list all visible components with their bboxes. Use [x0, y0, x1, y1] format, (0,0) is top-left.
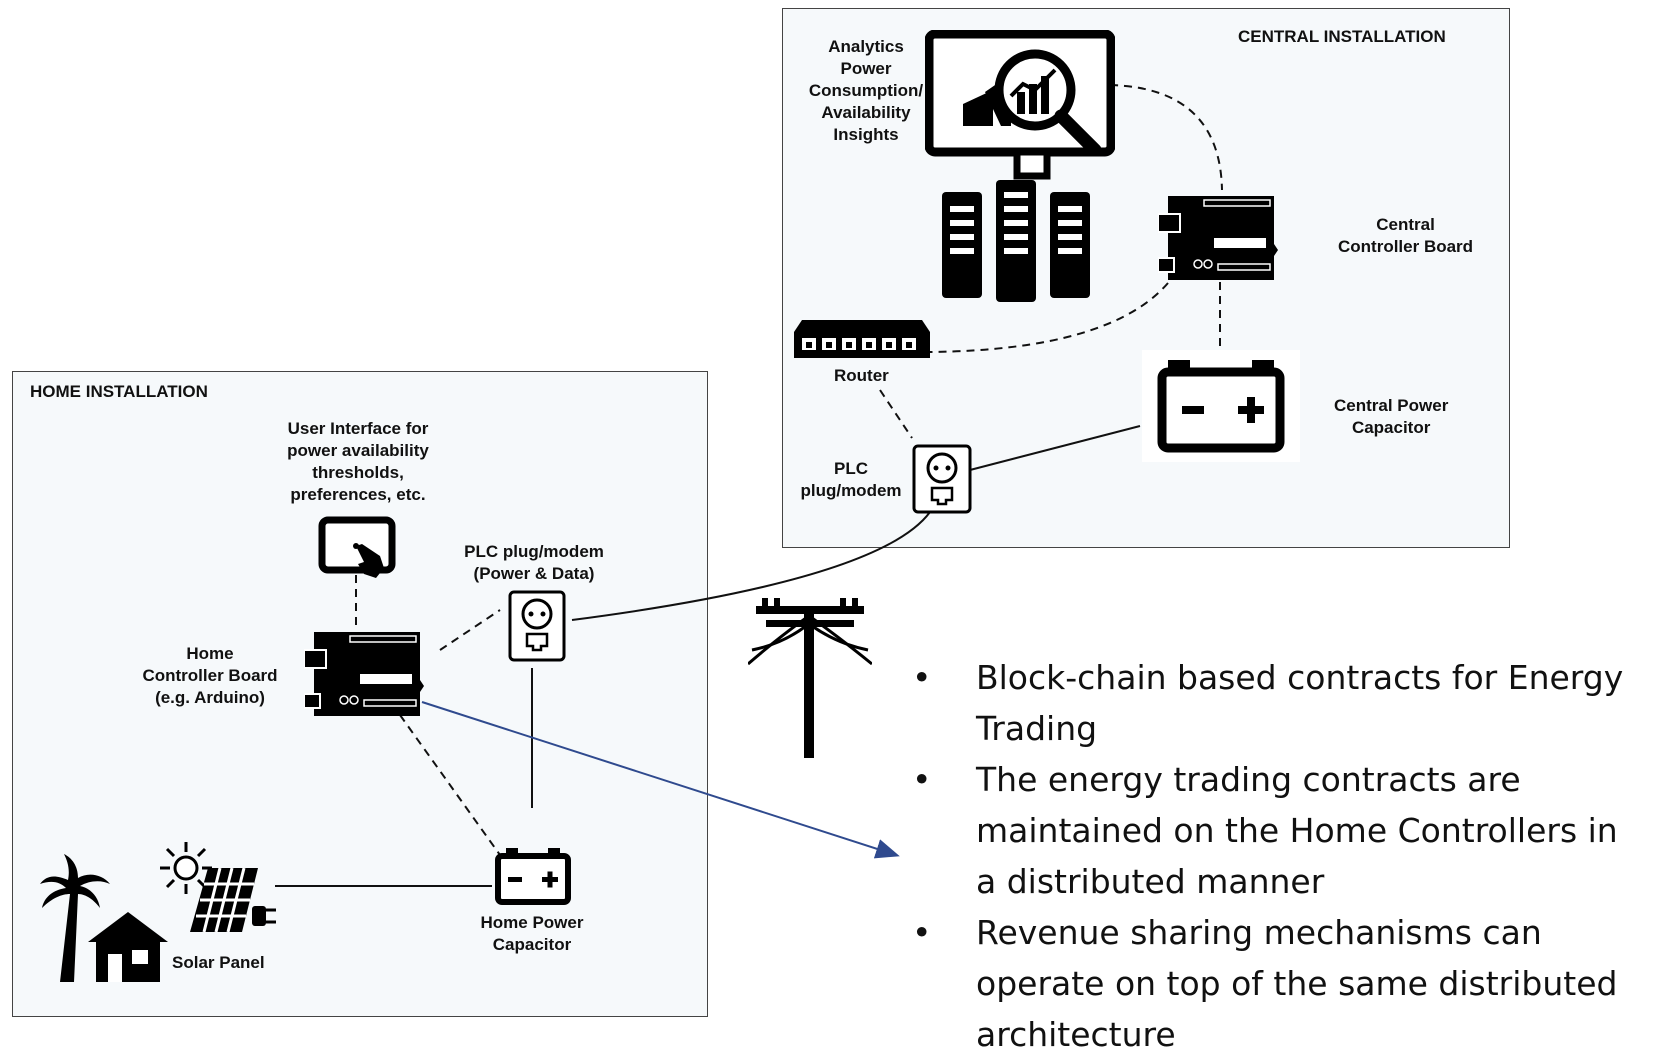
central-installation-title: CENTRAL INSTALLATION	[1238, 27, 1446, 46]
arrow-to-bullets	[421, 701, 900, 859]
bullet-symbol: •	[912, 913, 932, 952]
link-central-home-powerline	[571, 511, 931, 621]
home-controller-board-icon	[304, 632, 424, 716]
sun-icon	[160, 842, 212, 894]
home-controller-label: Home Controller Board (e.g. Arduino)	[142, 644, 278, 707]
central-plc-plug-icon	[912, 444, 972, 514]
bullet-item: • Revenue sharing mechanisms can operate…	[912, 907, 1652, 1060]
home-installation-title: HOME INSTALLATION	[30, 382, 208, 401]
link-monitor-controller	[1109, 84, 1223, 191]
touchscreen-tablet-icon	[318, 516, 396, 578]
analytics-monitor-icon	[925, 30, 1115, 180]
bullet-symbol: •	[912, 658, 932, 697]
central-controller-board-icon	[1158, 196, 1278, 280]
analytics-label: Analytics Power Consumption/ Availabilit…	[808, 37, 924, 144]
palm-tree-house-icon	[40, 854, 168, 982]
router-label: Router	[834, 366, 889, 385]
bullet-list: • Block-chain based contracts for Energy…	[912, 652, 1652, 1060]
router-icon	[794, 320, 930, 358]
central-controller-label: Central Controller Board	[1338, 215, 1474, 256]
bullet-item: • The energy trading contracts are maint…	[912, 754, 1652, 907]
central-capacitor-icon	[1142, 350, 1300, 462]
solar-panel-icon	[190, 867, 276, 933]
home-capacitor-icon	[495, 848, 571, 905]
bullet-item: • Block-chain based contracts for Energy…	[912, 652, 1652, 754]
link-plc-capacitor	[969, 425, 1141, 471]
home-capacitor-label: Home Power Capacitor	[480, 913, 584, 954]
link-router-plc	[879, 389, 913, 439]
link-controller-router	[929, 282, 1169, 353]
home-plc-label: PLC plug/modem (Power & Data)	[464, 542, 604, 583]
bullet-symbol: •	[912, 760, 932, 799]
home-plc-plug-icon	[508, 590, 566, 662]
link-controller-plc	[439, 609, 501, 651]
central-capacitor-label: Central Power Capacitor	[1334, 396, 1449, 437]
server-rack-icon	[942, 180, 1090, 302]
utility-pole-icon	[748, 598, 872, 758]
ui-label: User Interface for power availability th…	[287, 419, 429, 504]
link-controller-capacitor-home	[399, 714, 501, 856]
central-plc-label: PLC plug/modem	[800, 459, 902, 500]
solar-panel-label: Solar Panel	[172, 953, 265, 972]
